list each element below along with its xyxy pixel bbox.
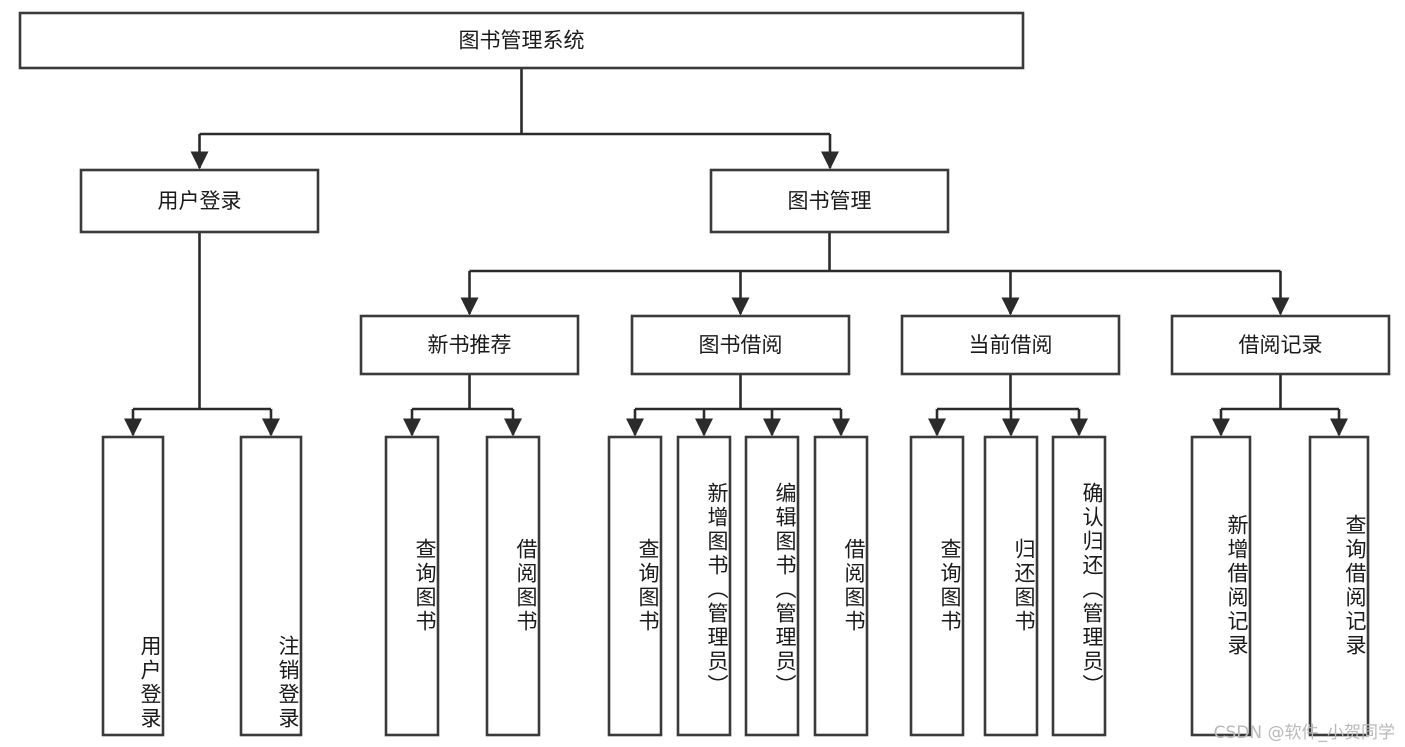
node-book-mgmt-box[interactable] <box>709 168 950 234</box>
leaf-query-book-rec-box[interactable] <box>384 435 440 737</box>
node-book-borrow-label: 图书借阅 <box>699 333 783 357</box>
node-new-book-rec-box[interactable] <box>359 314 580 376</box>
node-new-book-rec-label: 新书推荐 <box>428 333 512 357</box>
node-borrow-record-box[interactable] <box>1170 314 1391 376</box>
node-boxes-group: 图书管理系统 用户登录 图书管理 新书推荐 图书借阅 当前借阅 借阅记录 <box>18 11 1391 376</box>
leaf-add-record-box[interactable] <box>1190 435 1252 737</box>
node-root-label: 图书管理系统 <box>459 29 585 53</box>
leaf-query-record-box[interactable] <box>1308 435 1370 737</box>
leaf-query-book-cur-box[interactable] <box>909 435 965 737</box>
leaf-edit-book-box[interactable] <box>744 435 800 737</box>
node-user-login-box[interactable] <box>79 168 320 234</box>
leaf-borrow-book-rec-box[interactable] <box>485 435 541 737</box>
node-current-borrow-label: 当前借阅 <box>969 333 1053 357</box>
node-book-borrow-box[interactable] <box>630 314 851 376</box>
node-root-box[interactable] <box>18 11 1025 70</box>
leaf-user-login-box[interactable] <box>101 435 165 737</box>
node-user-login-label: 用户登录 <box>158 189 242 213</box>
leaf-boxes-group <box>101 435 1370 737</box>
node-current-borrow-box[interactable] <box>900 314 1121 376</box>
leaf-query-book-borrow-box[interactable] <box>607 435 663 737</box>
watermark-text: CSDN @软件_小贺同学 <box>1213 723 1395 743</box>
leaf-return-book-box[interactable] <box>983 435 1039 737</box>
leaf-logout-box[interactable] <box>239 435 303 737</box>
node-book-mgmt-label: 图书管理 <box>788 189 872 213</box>
leaf-borrow-book-box[interactable] <box>813 435 869 737</box>
connector-group <box>123 68 1349 437</box>
leaf-confirm-return-box[interactable] <box>1051 435 1107 737</box>
leaf-add-book-box[interactable] <box>676 435 732 737</box>
node-borrow-record-label: 借阅记录 <box>1239 333 1323 357</box>
